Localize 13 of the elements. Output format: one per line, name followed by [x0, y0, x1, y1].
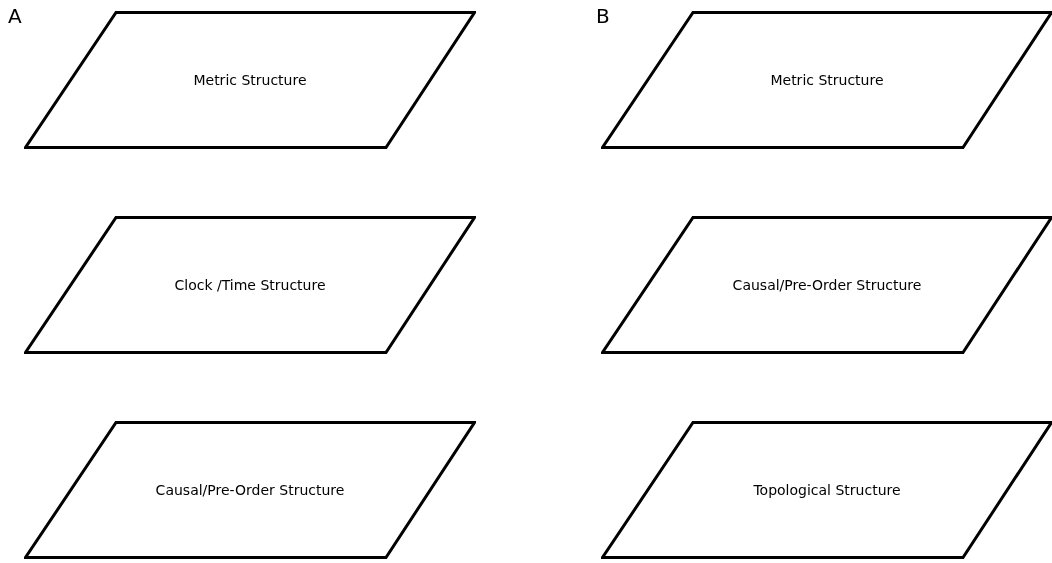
- box-label: Metric Structure: [769, 72, 885, 88]
- box-label: Causal/Pre-Order Structure: [154, 482, 346, 498]
- panel-letter: A: [8, 4, 22, 28]
- parallelogram-box: [601, 216, 1052, 354]
- parallelogram-box: [24, 11, 476, 149]
- box-label: Clock /Time Structure: [173, 277, 327, 293]
- box-label: Causal/Pre-Order Structure: [731, 277, 923, 293]
- parallelogram-box: [601, 421, 1052, 559]
- parallelogram-box: [24, 421, 476, 559]
- parallelogram-box: [24, 216, 476, 354]
- box-label: Topological Structure: [752, 482, 902, 498]
- panel-letter: B: [596, 4, 610, 28]
- box-label: Metric Structure: [192, 72, 308, 88]
